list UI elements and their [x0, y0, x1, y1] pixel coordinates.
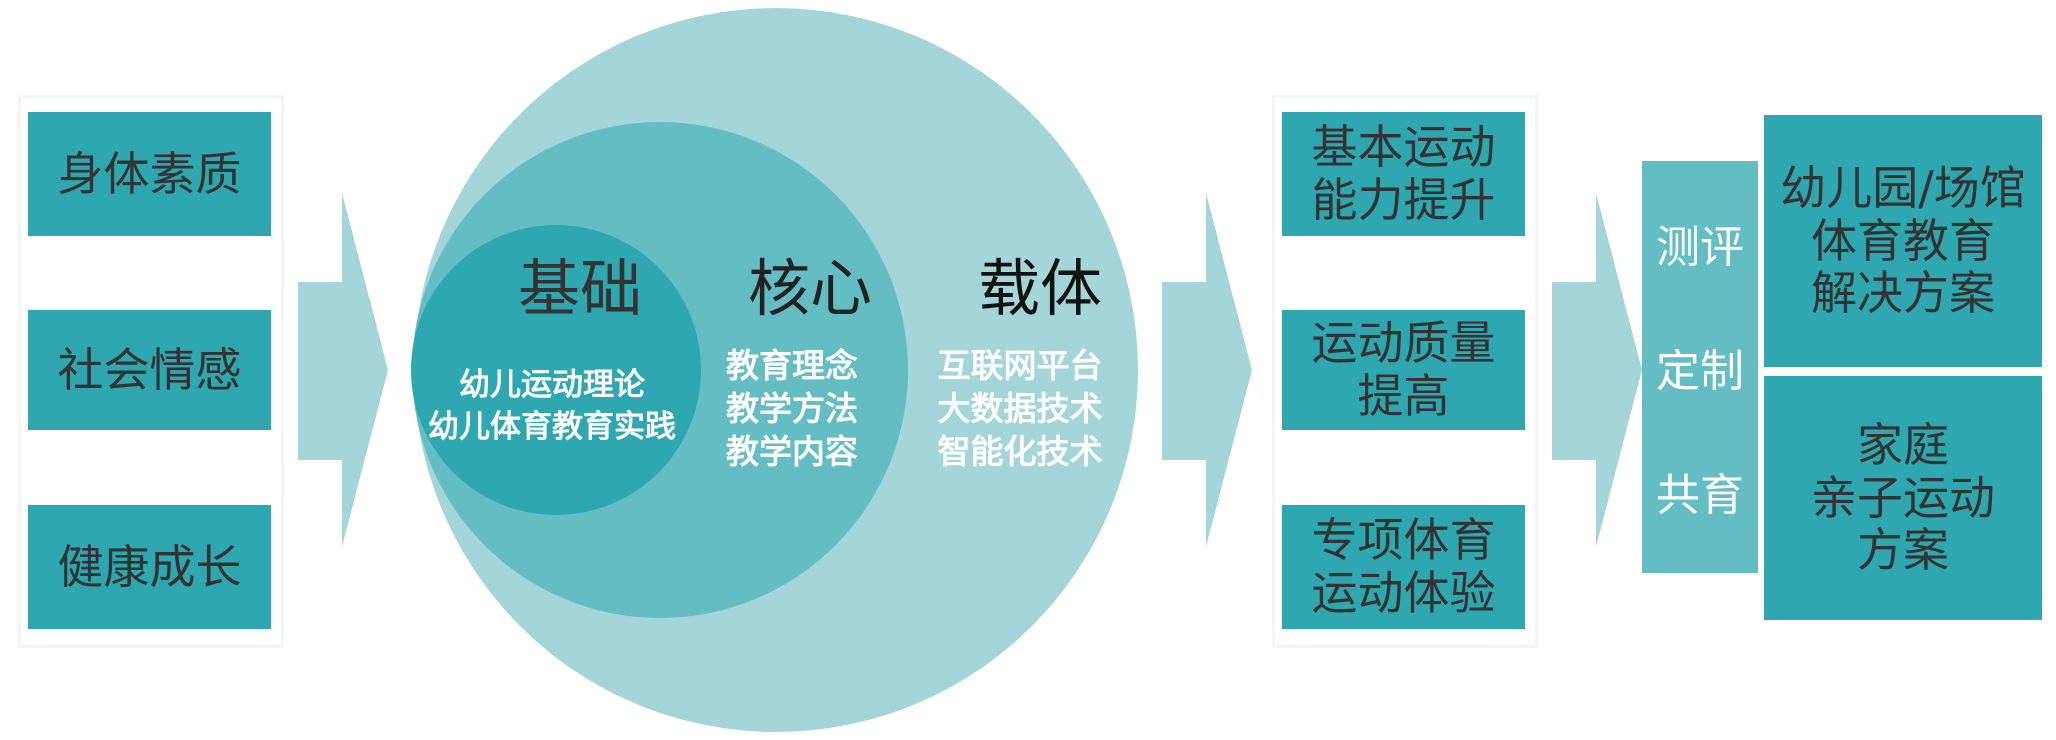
solution-line: 体育教育	[1811, 213, 1995, 268]
inner-line-2: 幼儿体育教育实践	[428, 409, 676, 445]
middle-line-3: 教学内容	[726, 432, 858, 471]
solution-kindergarten: 幼儿园/场馆 体育教育 解决方案	[1764, 115, 2042, 367]
inner-line-1: 幼儿运动理论	[459, 367, 646, 403]
middle-title: 核心	[748, 252, 872, 325]
outcome-quality: 运动质量 提高	[1282, 310, 1525, 430]
arrow-3	[1552, 193, 1642, 547]
left-item-physical: 身体素质	[28, 112, 271, 236]
arrow-2	[1162, 193, 1252, 547]
inner-title: 基础	[518, 252, 642, 325]
outcome-special-sports: 专项体育 运动体验	[1282, 505, 1525, 629]
mode-assess: 测评	[1656, 222, 1744, 273]
solution-line: 亲子运动	[1811, 470, 1995, 525]
left-item-label: 社会情感	[57, 342, 242, 397]
arrow-1	[298, 193, 388, 547]
left-item-social: 社会情感	[28, 310, 271, 430]
middle-line-1: 教育理念	[726, 346, 858, 385]
solution-line: 解决方案	[1811, 266, 1995, 321]
solution-line: 家庭	[1857, 417, 1949, 472]
outcome-line: 提高	[1357, 369, 1450, 423]
outer-line-2: 大数据技术	[938, 389, 1103, 428]
outcome-line: 运动质量	[1311, 316, 1496, 371]
outcome-line: 运动体验	[1311, 566, 1496, 620]
inner-circle	[411, 225, 701, 515]
solution-family: 家庭 亲子运动 方案	[1764, 376, 2042, 620]
solution-line: 方案	[1857, 523, 1949, 578]
left-item-label: 健康成长	[57, 539, 242, 594]
left-item-label: 身体素质	[57, 146, 242, 201]
left-item-growth: 健康成长	[28, 505, 271, 629]
outer-line-3: 智能化技术	[938, 432, 1103, 471]
mode-panel: 测评 定制 共育	[1642, 161, 1758, 573]
outer-line-1: 互联网平台	[938, 346, 1103, 385]
mode-coeducation: 共育	[1656, 470, 1744, 521]
mode-customize: 定制	[1656, 346, 1744, 397]
outcome-basic-ability: 基本运动 能力提升	[1282, 112, 1525, 236]
middle-line-2: 教学方法	[726, 389, 858, 428]
solution-line: 幼儿园/场馆	[1780, 160, 2026, 215]
outer-title: 载体	[978, 252, 1102, 325]
outcome-line: 基本运动	[1311, 120, 1496, 175]
outcome-line: 专项体育	[1311, 513, 1496, 568]
outcome-line: 能力提升	[1311, 173, 1496, 227]
